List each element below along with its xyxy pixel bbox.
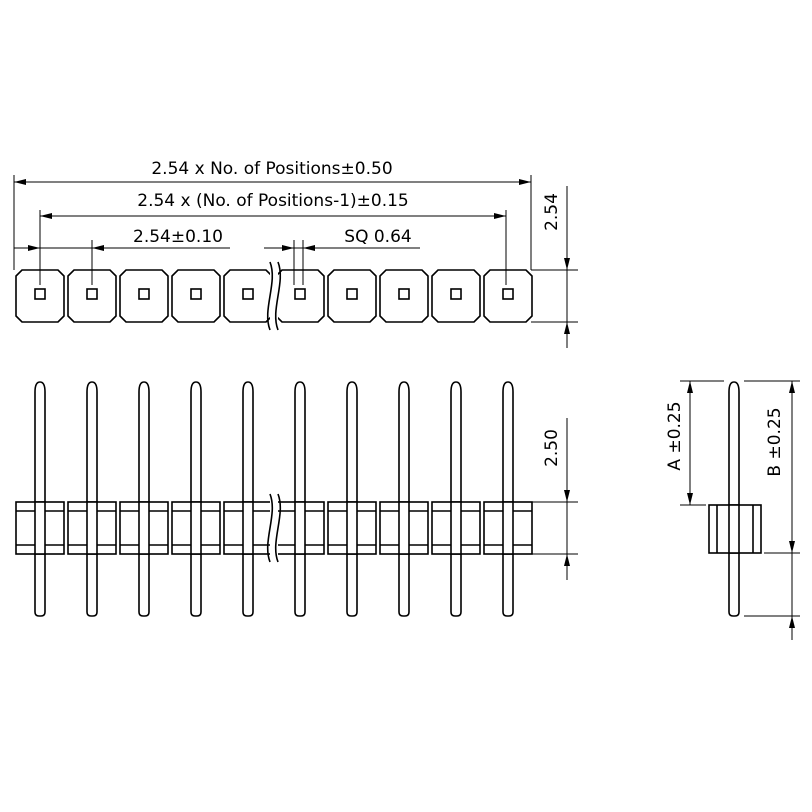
top-break-line-left [266, 261, 274, 331]
front-pin-section-3 [138, 501, 150, 555]
front-pin-section-7 [346, 501, 358, 555]
front-pin-section-4 [190, 501, 202, 555]
front-pin-10 [502, 381, 514, 617]
body-thickness-dimension: 2.50 [542, 418, 570, 580]
front-pin-section-10 [502, 501, 514, 555]
front-pin-5 [242, 381, 254, 617]
front-pin-4 [190, 381, 202, 617]
front-pin-1 [34, 381, 46, 617]
lower-pin-length-label: B ±0.25 [765, 407, 785, 476]
top-break-line-right [274, 261, 282, 331]
top-pin-square-7 [346, 288, 358, 300]
front-pin-section-8 [398, 501, 410, 555]
front-pin-9 [450, 381, 462, 617]
upper-pin-length-dimension: A ±0.25 [665, 381, 693, 505]
side-extension-lines [680, 380, 800, 617]
overall-length-dimension: 2.54 x No. of Positions±0.50 [14, 159, 531, 185]
body-height-label: 2.54 [542, 193, 562, 231]
front-pin-7 [346, 381, 358, 617]
side-view [708, 381, 762, 617]
front-extension-lines [531, 501, 578, 555]
front-pin-section-9 [450, 501, 462, 555]
top-pin-square-9 [450, 288, 462, 300]
front-pin-2 [86, 381, 98, 617]
pin-square-label: SQ 0.64 [344, 227, 411, 247]
front-pin-8 [398, 381, 410, 617]
pitch-span-label: 2.54 x (No. of Positions-1)±0.15 [137, 191, 409, 211]
top-pin-square-5 [242, 288, 254, 300]
top-pin-square-10 [502, 288, 514, 300]
pitch-span-dimension: 2.54 x (No. of Positions-1)±0.15 [40, 191, 506, 219]
top-pin-square-8 [398, 288, 410, 300]
front-view [15, 381, 533, 617]
top-pin-square-6 [294, 288, 306, 300]
top-pin-square-1 [34, 288, 46, 300]
overall-length-label: 2.54 x No. of Positions±0.50 [151, 159, 392, 179]
pitch-dimension: 2.54±0.10 [14, 227, 230, 251]
lower-pin-length-dimension: B ±0.25 [765, 381, 795, 640]
front-pin-section-6 [294, 501, 306, 555]
top-pin-square-3 [138, 288, 150, 300]
front-pin-section-5 [242, 501, 254, 555]
upper-pin-length-label: A ±0.25 [665, 401, 685, 470]
pitch-label: 2.54±0.10 [133, 227, 223, 247]
body-thickness-label: 2.50 [542, 429, 562, 467]
front-pin-section-1 [34, 501, 46, 555]
top-pin-square-2 [86, 288, 98, 300]
top-view [15, 261, 533, 331]
top-pin-square-4 [190, 288, 202, 300]
body-height-dimension: 2.54 [542, 186, 570, 348]
front-pin-section-2 [86, 501, 98, 555]
pin-square-dimension: SQ 0.64 [264, 227, 420, 251]
front-pin-6 [294, 381, 306, 617]
front-pin-3 [138, 381, 150, 617]
front-break-line-left [266, 493, 274, 563]
front-break-line-right [274, 493, 282, 563]
